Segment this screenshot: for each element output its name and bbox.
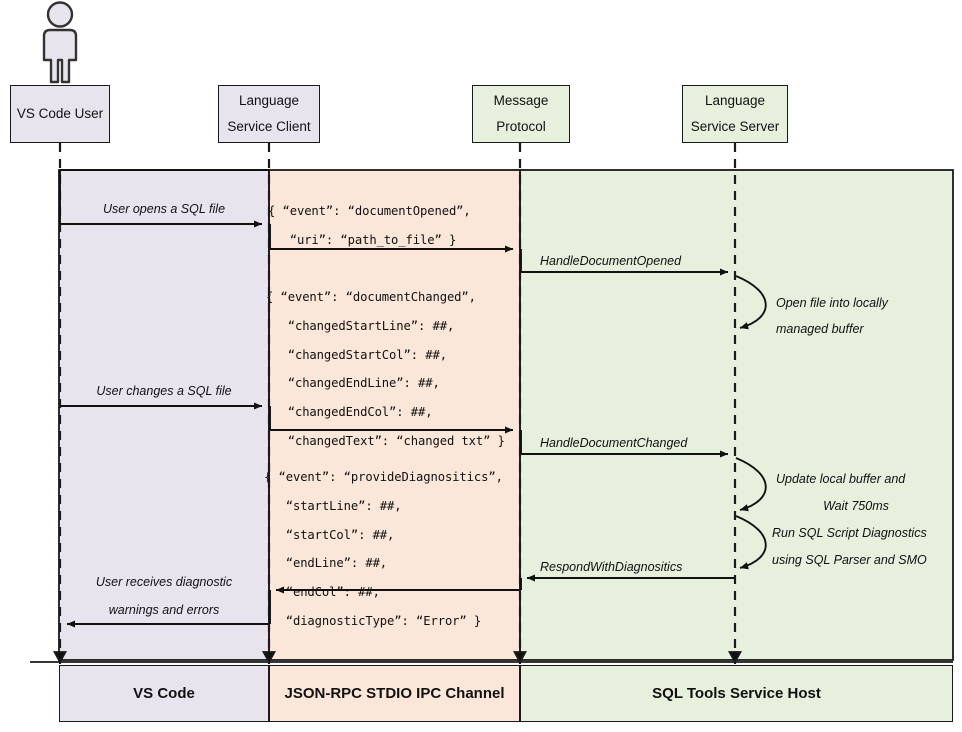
participant-label-line2: Protocol [496,119,546,134]
self-call-label-update-buffer-wait-line2: Wait 750ms [823,499,889,513]
json-document-opened: { “event”: “documentOpened”, “uri”: “pat… [268,204,471,247]
participant-label-line2: Service Server [690,119,780,134]
message-label-handle-document-changed: HandleDocumentChanged [540,436,688,450]
self-call-label-update-buffer-wait-line1: Update local buffer and [776,472,906,486]
participant-message-protocol[interactable]: Message Protocol [472,85,570,143]
participant-language-service-client[interactable]: Language Service Client [218,85,320,143]
json-provide-diagnositics: { “event”: “provideDiagnositics”, “start… [264,470,503,628]
message-label-respond-with-diagnositics: RespondWithDiagnositics [540,560,683,574]
participant-vs-code-user[interactable]: VS Code User [10,85,110,143]
participant-label-line1: Language [238,92,300,108]
participant-language-service-server[interactable]: Language Service Server [682,85,788,143]
footer-vs-code[interactable]: VS Code [59,665,269,722]
message-label-handle-document-opened: HandleDocumentOpened [540,254,682,268]
self-call-label-open-file-buffer-line2: managed buffer [776,322,864,336]
self-call-label-run-diagnostics-line1: Run SQL Script Diagnostics [772,526,927,540]
message-label-user-receives-line2: warnings and errors [108,603,220,617]
participant-label-line1: VS Code User [16,105,104,121]
participant-label-line2: Service Client [227,119,311,134]
footer-label: JSON-RPC STDIO IPC Channel [284,685,505,702]
json-document-changed: { “event”: “documentChanged”, “changedSt… [266,290,505,448]
swimlane-sql-tools-service [520,170,953,660]
footer-json-rpc-stdio[interactable]: JSON-RPC STDIO IPC Channel [269,665,520,722]
message-label-user-changes: User changes a SQL file [96,384,232,398]
self-call-label-open-file-buffer-line1: Open file into locally [776,296,888,310]
vs-code-user-actor-icon [42,1,78,84]
message-label-user-opens: User opens a SQL file [102,202,226,216]
message-label-user-receives-line1: User receives diagnostic [95,575,233,589]
self-call-label-run-diagnostics-line2: using SQL Parser and SMO [772,553,927,567]
participant-label-line1: Language [704,92,766,108]
footer-label: SQL Tools Service Host [652,685,821,702]
participant-label-line1: Message [493,92,549,108]
footer-sql-tools-service[interactable]: SQL Tools Service Host [520,665,953,722]
footer-label: VS Code [133,685,195,702]
